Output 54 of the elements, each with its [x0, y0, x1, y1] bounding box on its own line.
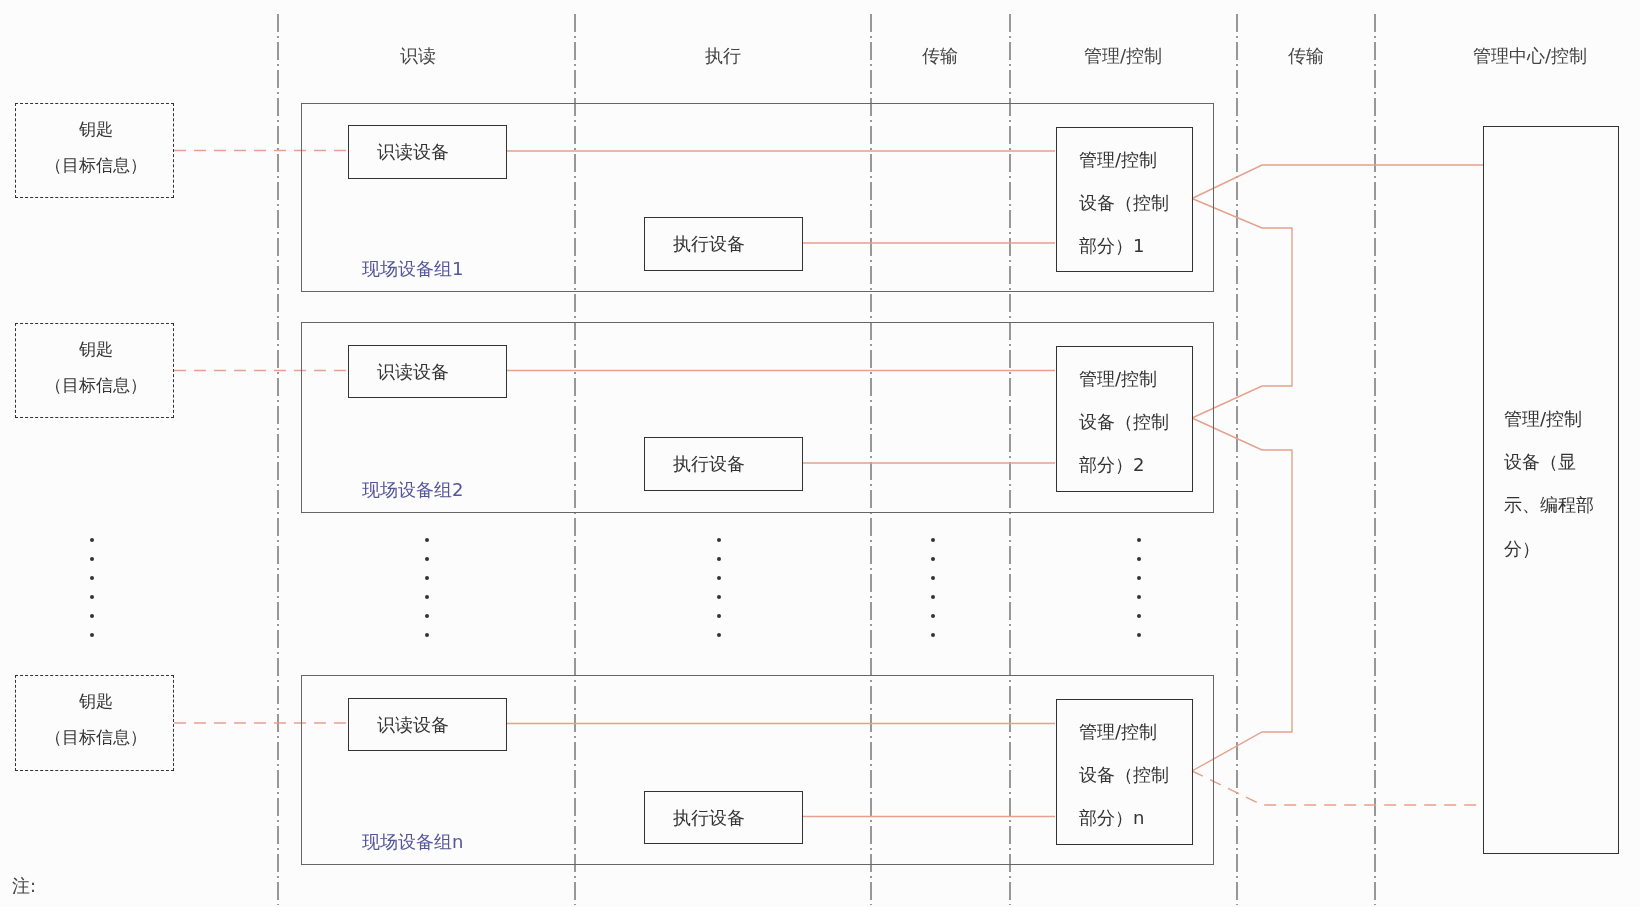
- connector-line: [801, 242, 1056, 244]
- key-note: （目标信息）: [43, 154, 148, 177]
- key-title: 钥匙: [77, 338, 114, 361]
- connector-line: [173, 722, 348, 724]
- connector-line: [505, 722, 1056, 725]
- device-box: [644, 437, 803, 491]
- key-title: 钥匙: [77, 690, 114, 713]
- key-note: （目标信息）: [43, 374, 148, 397]
- key-title: 钥匙: [77, 118, 114, 141]
- device-group-box: [301, 675, 1214, 865]
- control-device-box: [1056, 699, 1193, 845]
- key-box: [15, 323, 174, 418]
- device-label: 识读设备: [377, 360, 449, 384]
- device-box: [348, 698, 507, 751]
- note-label: 注:: [12, 874, 37, 898]
- connector-line: [173, 149, 348, 152]
- device-label: 管理/控制设备（显示、编程部分）: [1504, 407, 1595, 561]
- device-box: [348, 125, 507, 179]
- connector-line: [1191, 164, 1484, 200]
- column-header: 识读: [400, 44, 436, 68]
- device-label: 执行设备: [673, 806, 745, 830]
- device-group-box: [301, 322, 1214, 513]
- key-note: （目标信息）: [43, 726, 148, 749]
- device-box: [644, 217, 803, 271]
- device-label: 执行设备: [673, 452, 745, 476]
- connector-line: [1191, 197, 1293, 419]
- device-box: [348, 345, 507, 398]
- device-label: 管理/控制设备（控制部分）2: [1079, 367, 1170, 478]
- device-label: 执行设备: [673, 232, 745, 256]
- connector-line: [801, 462, 1056, 464]
- key-box: [15, 675, 174, 771]
- device-label: 识读设备: [377, 713, 449, 737]
- control-device-box: [1056, 346, 1193, 492]
- device-label: 识读设备: [377, 140, 449, 164]
- device-group-box: [301, 103, 1214, 292]
- column-header: 管理中心/控制: [1472, 44, 1588, 68]
- control-center-box: [1483, 126, 1619, 854]
- column-header: 传输: [1288, 44, 1324, 68]
- column-header: 执行: [705, 44, 741, 68]
- connector-line: [801, 815, 1056, 818]
- column-header: 传输: [922, 44, 958, 68]
- connector-line: [1191, 417, 1293, 772]
- key-box: [15, 103, 174, 198]
- column-header: 管理/控制: [1083, 44, 1163, 68]
- connector-line: [505, 150, 1056, 152]
- device-box: [644, 791, 803, 844]
- control-device-box: [1056, 127, 1193, 272]
- device-label: 管理/控制设备（控制部分）n: [1079, 720, 1170, 831]
- group-label: 现场设备组2: [362, 478, 464, 502]
- device-label: 管理/控制设备（控制部分）1: [1079, 148, 1170, 259]
- group-label: 现场设备组n: [362, 830, 464, 854]
- group-label: 现场设备组1: [362, 257, 464, 281]
- connector-line: [505, 369, 1056, 372]
- connector-line: [173, 369, 348, 372]
